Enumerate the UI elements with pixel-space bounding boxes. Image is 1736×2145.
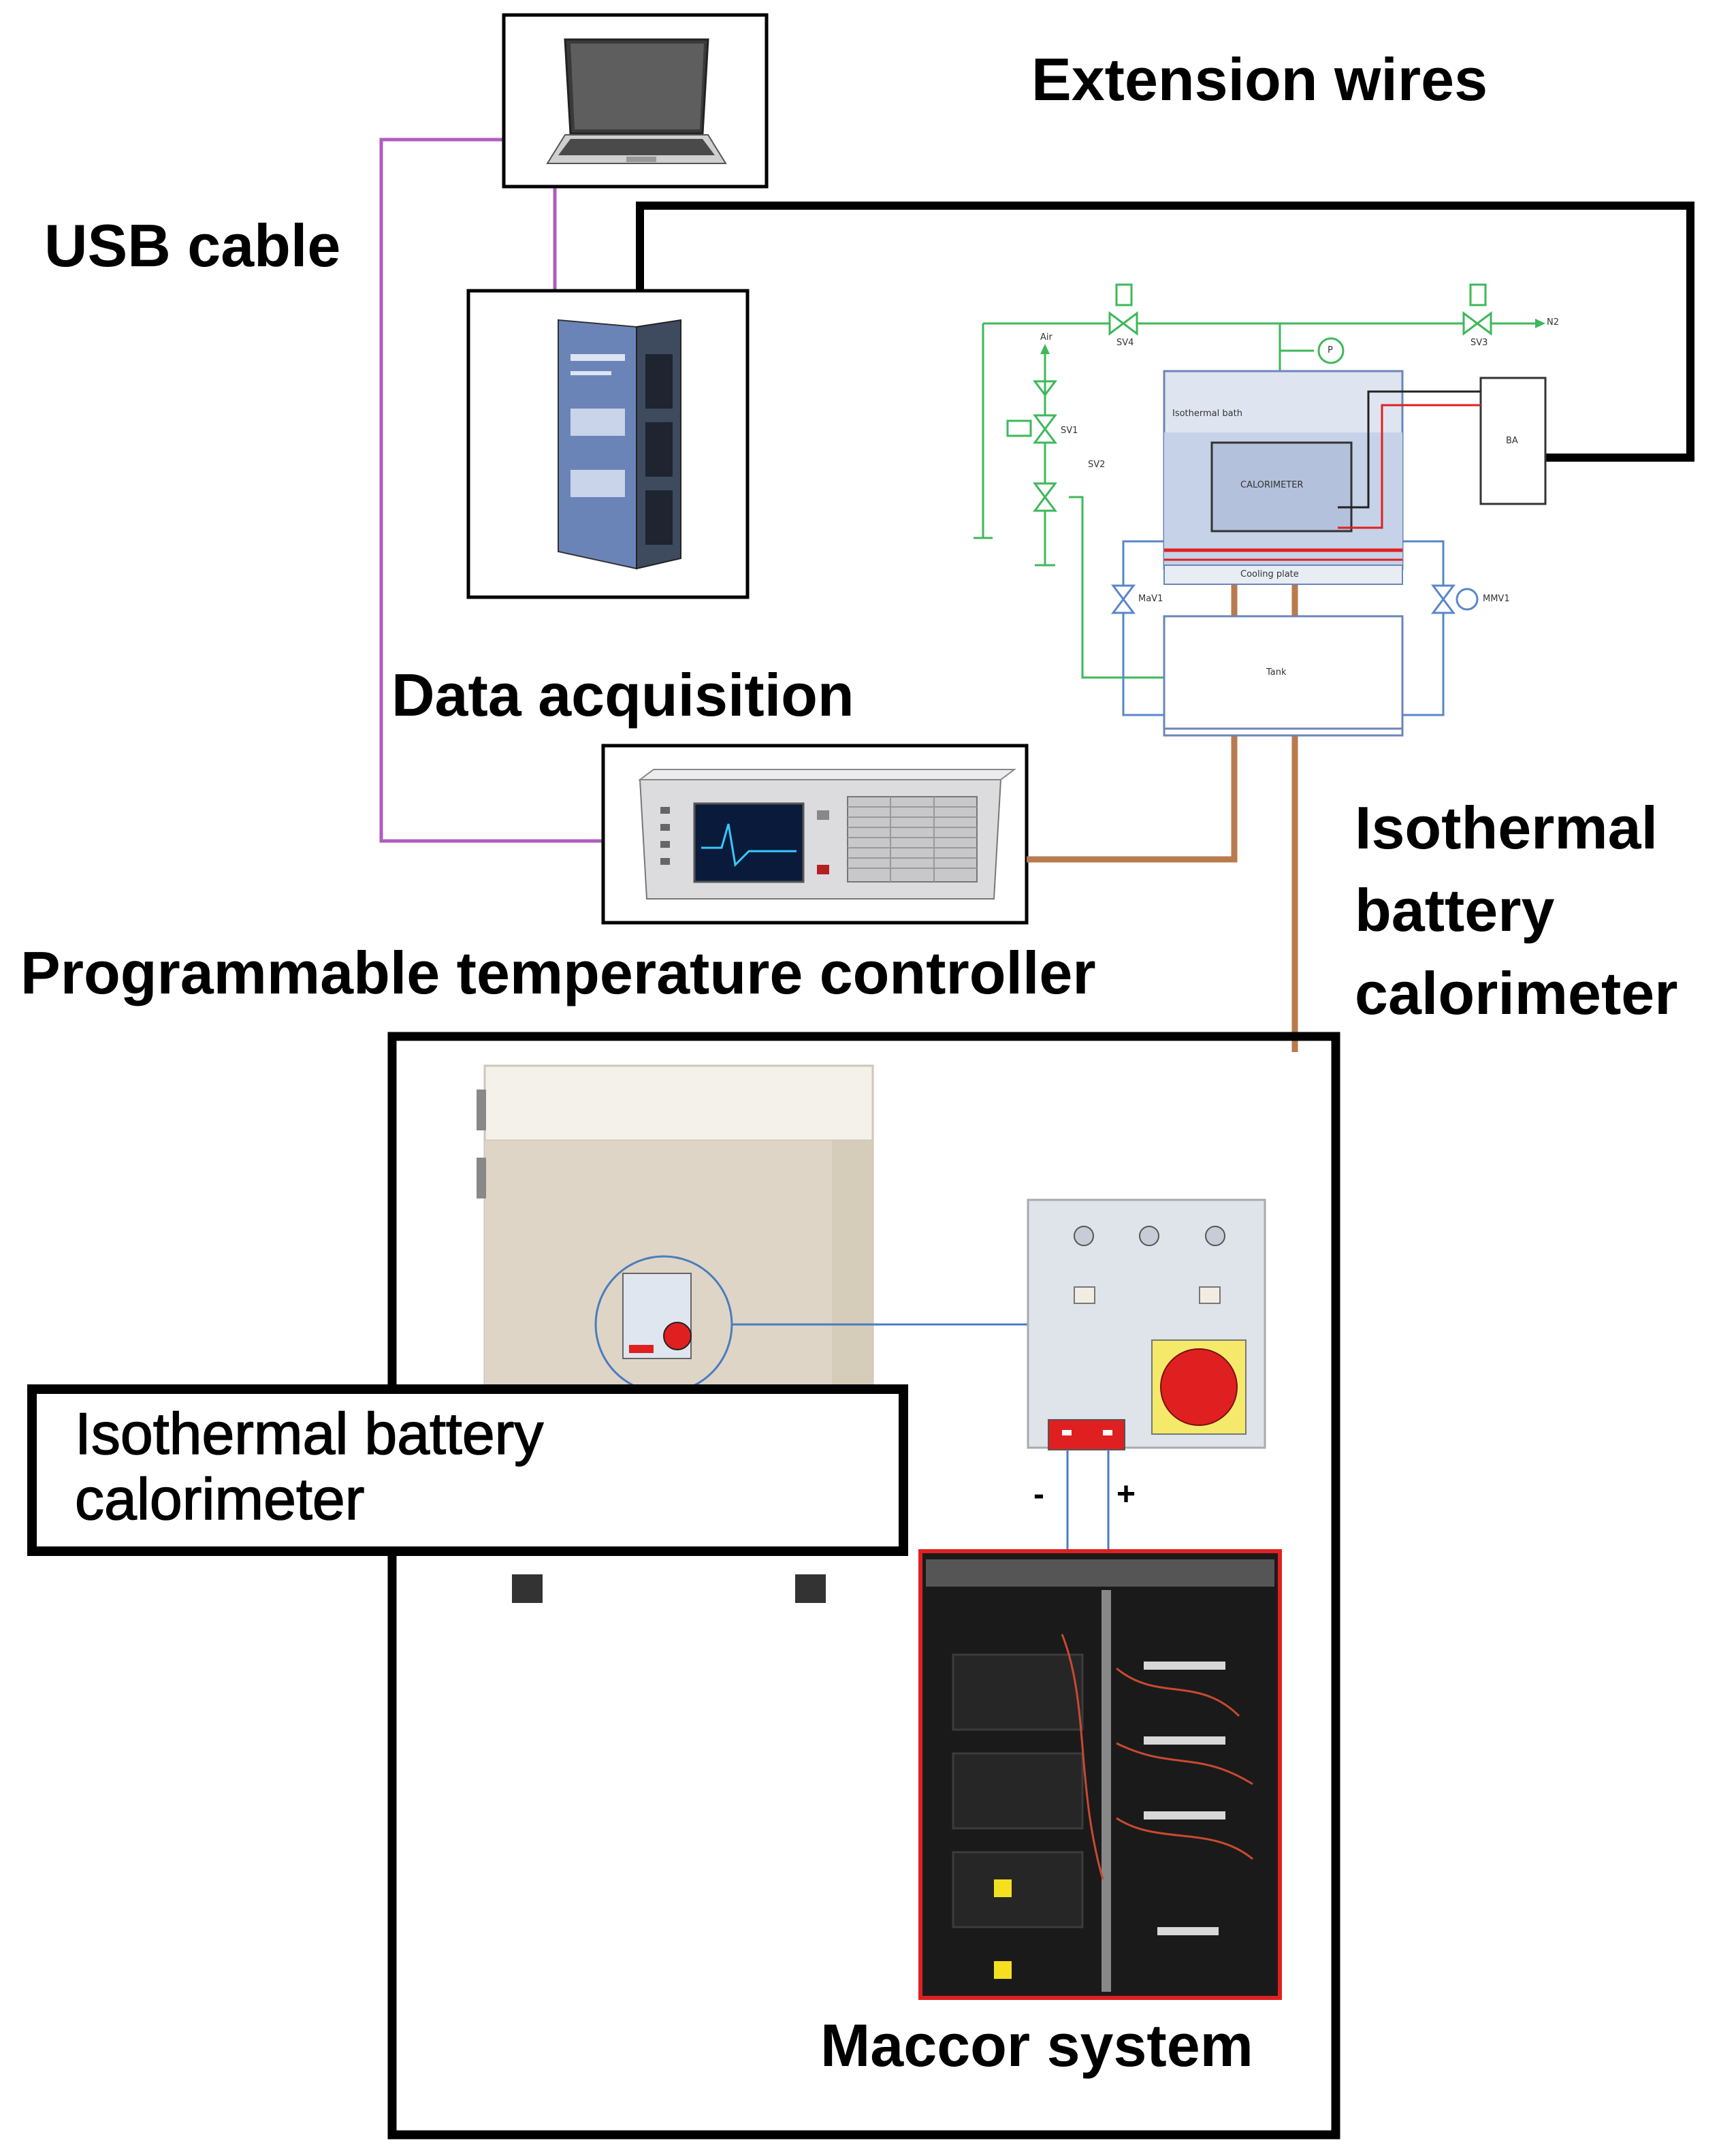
schematic-sv3-label: SV3 [1470, 338, 1488, 348]
schematic-mmv1-label: MMV1 [1483, 594, 1510, 604]
usb-cable-label: USB cable [44, 212, 341, 279]
schematic-ba-label: BA [1506, 436, 1518, 446]
temperature-controller-icon [601, 744, 1029, 925]
control-panel-icon [1027, 1198, 1266, 1450]
extension-wires-line [636, 202, 1694, 462]
schematic-air-label: Air [1040, 332, 1052, 343]
schematic-mav1-label: MaV1 [1138, 594, 1163, 604]
schematic-sv4-label: SV4 [1116, 338, 1134, 348]
schematic-calorimeter-label: CALORIMETER [1240, 480, 1304, 490]
schematic-sv1-label: SV1 [1061, 426, 1078, 436]
maccor-system-rack-icon [918, 1549, 1282, 2000]
box-label-line-2: calorimeter [74, 1467, 365, 1534]
schematic-pressure-label: P [1328, 345, 1333, 355]
polarity-wires [1066, 1450, 1110, 1551]
side-label-line-3: calorimeter [1355, 959, 1678, 1027]
box-label-line-1: Isothermal battery [74, 1401, 544, 1467]
programmable-temperature-controller-label: Programmable temperature controller [20, 939, 1096, 1006]
main-system-frame [387, 1032, 1340, 2140]
minus-polarity-label: - [1033, 1476, 1044, 1512]
schematic-tank-label: Tank [1266, 667, 1287, 678]
schematic-n2-label: N2 [1547, 317, 1559, 328]
extension-wires-label: Extension wires [1031, 46, 1488, 113]
schematic-cooling-plate-label: Cooling plate [1240, 569, 1299, 579]
isothermal-battery-calorimeter-label-box [27, 1384, 908, 1556]
maccor-system-label: Maccor system [820, 2012, 1253, 2079]
data-acquisition-module-icon [466, 289, 750, 599]
laptop-icon [502, 13, 769, 189]
isothermal-battery-calorimeter-side-label: Isothermal battery calorimeter [1355, 786, 1677, 1034]
schematic-sv2-label: SV2 [1088, 460, 1106, 470]
side-label-line-2: battery [1355, 876, 1555, 944]
calorimeter-schematic [974, 283, 1547, 737]
isothermal-battery-calorimeter-box-label: Isothermal battery calorimeter [74, 1401, 544, 1534]
data-acquisition-label: Data acquisition [391, 661, 854, 729]
plus-polarity-label: + [1116, 1476, 1136, 1512]
side-label-line-1: Isothermal [1355, 794, 1658, 861]
schematic-isothermal-bath-label: Isothermal bath [1172, 409, 1242, 419]
usb-cable-lines [379, 138, 606, 843]
